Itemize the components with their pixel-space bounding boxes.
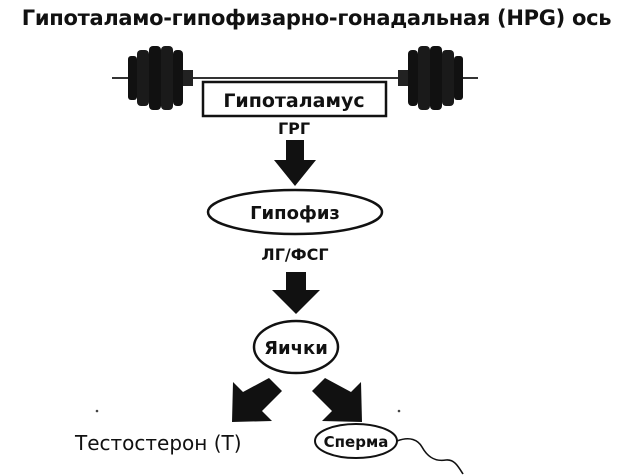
sperm-label: Сперма	[324, 433, 389, 451]
arrow-down-2	[272, 272, 320, 314]
barbell-right-plates	[398, 46, 463, 110]
page-title: Гипоталамо-гипофизарно-гонадальная (HPG)…	[21, 6, 612, 30]
speck-dot	[397, 409, 401, 413]
hypothalamus-label: Гипоталамус	[223, 90, 364, 112]
pituitary-node: Гипофиз	[206, 188, 384, 236]
lh-fsh-label: ЛГ/ФСГ	[261, 245, 328, 264]
testosterone-label: Тестостерон (Т)	[74, 431, 242, 455]
sperm-tail-icon	[396, 438, 464, 475]
speck-dot	[95, 409, 99, 413]
testes-label: Яички	[264, 338, 328, 359]
barbell-icon	[112, 46, 478, 110]
pituitary-label: Гипофиз	[250, 203, 340, 224]
arrow-down-1	[274, 140, 316, 186]
arrow-diagonal-right	[312, 378, 362, 422]
sperm-node: Сперма	[314, 423, 464, 475]
testes-node: Яички	[252, 319, 340, 375]
barbell-left-plates	[128, 46, 193, 110]
hypothalamus-node: Гипоталамус	[201, 80, 388, 118]
arrow-diagonal-left	[232, 378, 282, 422]
grh-label: ГРГ	[278, 119, 310, 138]
